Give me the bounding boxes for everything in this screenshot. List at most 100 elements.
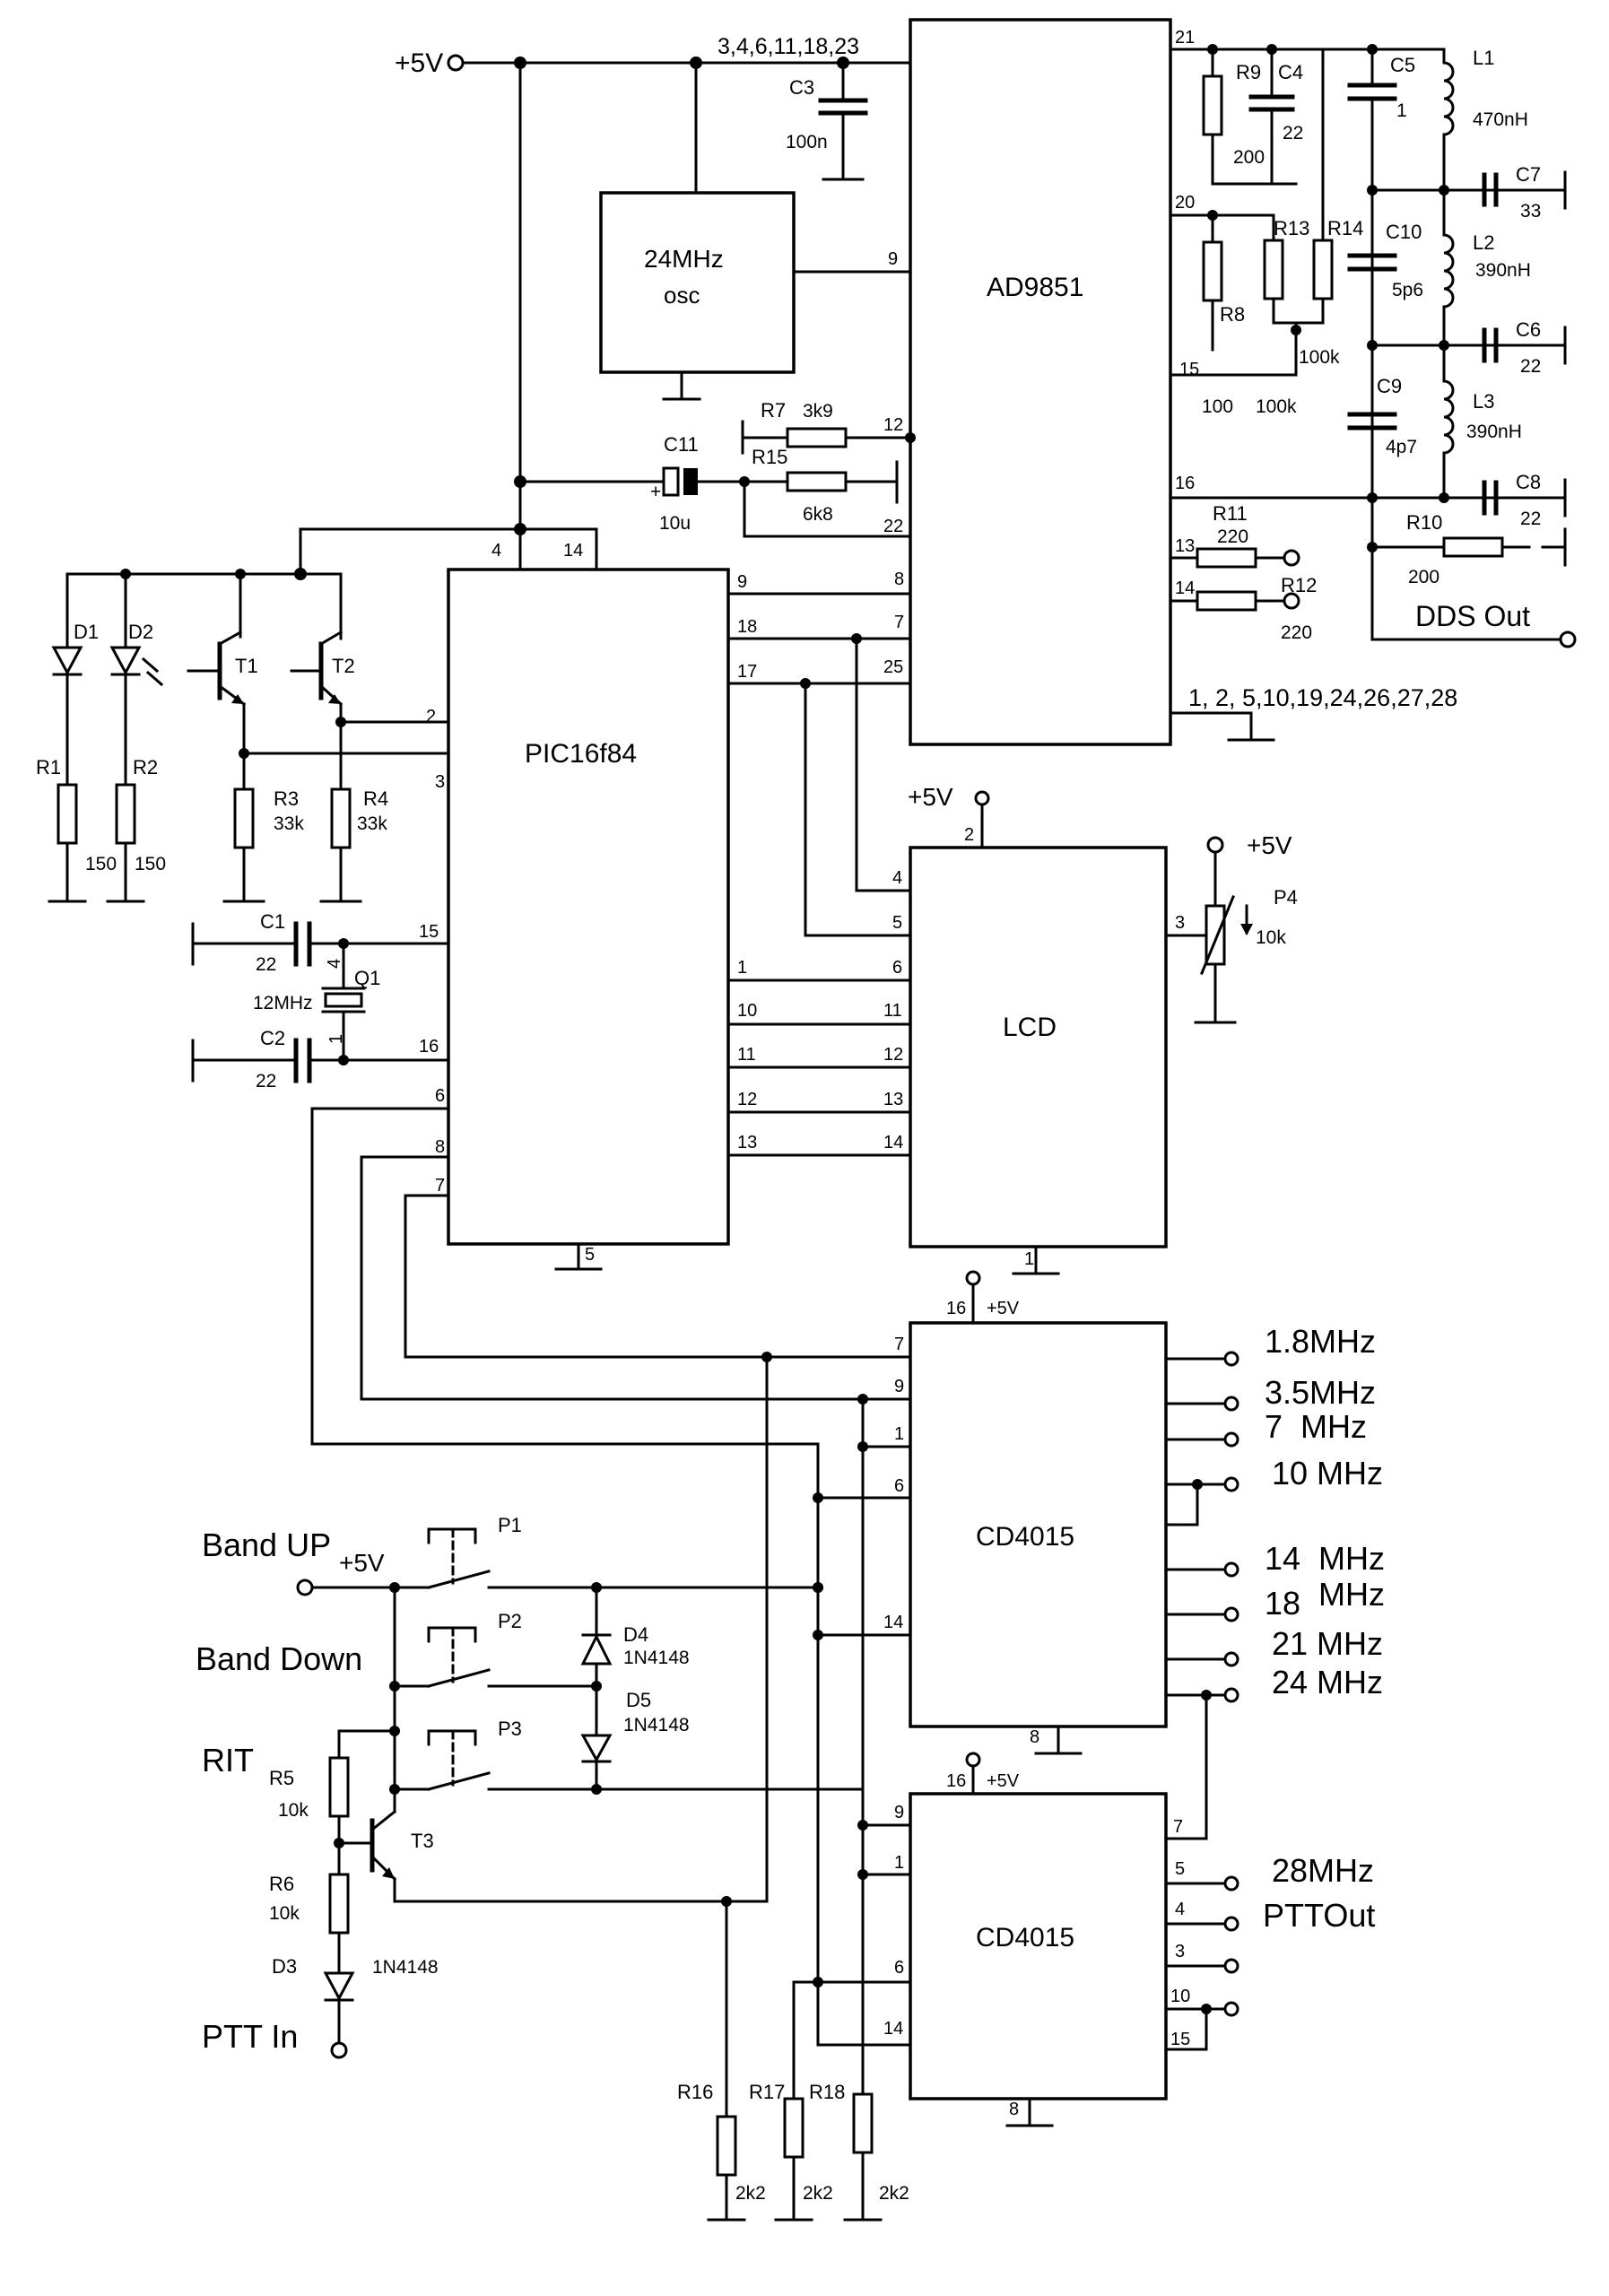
R2-value: 150 [135,854,166,874]
L3-ref: L3 [1473,390,1494,413]
R3-value: 33k [274,813,304,834]
div2-pin-4: 4 [1175,1900,1185,1919]
C11-value: 10u [659,513,691,534]
cd4015-upper-box [909,1321,1168,1728]
C5-value: 1 [1396,100,1407,121]
band-18-unit: MHz [1318,1576,1385,1613]
div2-pin-1: 1 [894,1853,904,1873]
ptt-out-label: PTTOut [1263,1897,1375,1934]
R14-ref: R14 [1327,217,1363,239]
lcd-pin-2: 2 [964,825,974,845]
vcc-switch-label: +5V [339,1549,385,1577]
cd4015-upper: CD4015 16 +5V 7 9 1 6 14 8 1.8MHz 3.5MHz… [883,1270,1385,1755]
P3-ref: P3 [498,1718,522,1740]
band-10-label: 10 MHz [1272,1455,1383,1492]
C11-polarity: + [650,482,661,502]
cd4015-lower: CD4015 16 +5V 9 1 6 14 8 7 5 28MHz 4 PTT… [883,1693,1375,2127]
dds-pin-20: 20 [1175,193,1195,213]
L2-ref: L2 [1473,231,1494,254]
C11-ref: C11 [664,433,699,456]
band-28-label: 28MHz [1272,1852,1374,1889]
lcd-pin-5: 5 [892,913,902,933]
lcd-pin-4: 4 [892,868,902,888]
D5-ref: D5 [626,1689,651,1711]
div1-pin-6: 6 [894,1476,904,1496]
band-7-label: 7 MHz [1265,1408,1367,1445]
lcd-pin-3: 3 [1175,913,1185,933]
R6-ref: R6 [269,1873,294,1895]
C4-value: 22 [1283,123,1303,144]
P1-ref: P1 [498,1514,522,1536]
cd4015-lower-box [909,1792,1168,2100]
div2-pin-16: 16 [946,1771,966,1791]
crystal-block: C1 22 C2 22 Q1 12MHz 4 1 [191,910,450,1091]
R17-value: 2k2 [803,2183,833,2204]
div2-pin-9: 9 [894,1803,904,1822]
div1-pin-14: 14 [883,1613,903,1632]
R12-ref: R12 [1281,574,1317,596]
vcc-u2-label: +5V [987,1771,1020,1791]
T2-ref: T2 [332,655,355,677]
pic16f84-chip: PIC16f84 4 14 2 3 15 16 6 8 7 5 9 18 17 … [419,527,912,1271]
ad9851-box [909,18,1172,746]
shift-register-wiring [310,1107,912,2181]
Q1-pin-4: 4 [325,959,344,969]
L1-value: 470nH [1473,109,1528,130]
lcd-module: LCD +5V 2 4 5 6 11 12 13 14 1 3 +5V P4 1… [804,637,1298,1275]
T3-ref: T3 [411,1830,434,1852]
div2-pin-10: 10 [1170,1987,1190,2006]
C7-value: 33 [1520,201,1541,222]
dds-pin-7: 7 [894,613,904,632]
D4-ref: D4 [623,1623,648,1646]
oscillator-box [599,191,796,374]
lcd-pin-1: 1 [1024,1249,1034,1269]
C9-value: 4p7 [1386,437,1417,457]
dds-pin-13: 13 [1175,536,1195,556]
R1-ref: R1 [36,756,61,778]
R1-value: 150 [85,854,117,874]
R11-ref: R11 [1213,502,1248,525]
D5-value: 1N4148 [623,1715,690,1735]
mcu-pin-14: 14 [563,541,583,561]
dds-bias-network: R7 3k9 R15 6k8 C11 + 10u [518,399,916,538]
div2-pin-5: 5 [1175,1859,1185,1879]
D1-ref: D1 [74,621,99,643]
mcu-pin-15: 15 [419,922,439,942]
R8-ref: R8 [1220,303,1245,326]
C3-capacitor: C3 100n [786,61,868,181]
C8-value: 22 [1520,509,1541,529]
R18-ref: R18 [809,2081,845,2103]
C3-ref: C3 [789,76,814,99]
dds-pin-9: 9 [888,249,898,269]
R16-value: 2k2 [735,2183,766,2204]
C10-ref: C10 [1386,221,1422,243]
R15-ref: R15 [752,446,787,468]
mcu-pin-5: 5 [585,1245,595,1265]
D2-ref: D2 [128,621,153,643]
mcu-pin-16: 16 [419,1037,439,1057]
div2-pin-3: 3 [1175,1942,1185,1961]
dds-pin-25: 25 [883,657,903,677]
div2-pin-14: 14 [883,2019,903,2039]
band-21-label: 21 MHz [1272,1625,1383,1662]
band-14-label: 14 MHz [1265,1540,1385,1577]
div2-pin-8: 8 [1009,2100,1019,2119]
D4-value: 1N4148 [623,1648,690,1668]
lcd-label: LCD [1003,1013,1057,1042]
R10-ref: R10 [1406,511,1442,534]
mcu-pin-17: 17 [737,662,757,682]
L1-ref: L1 [1473,47,1494,69]
top-supply-rail: +5V 3,4,6,11,18,23 [395,34,912,535]
cd4015-lower-label: CD4015 [976,1923,1074,1952]
mcu-pin-1: 1 [737,958,747,978]
T1-ref: T1 [235,655,258,677]
C2-ref: C2 [260,1027,285,1049]
R10-value: 200 [1408,567,1439,587]
C7-ref: C7 [1516,163,1541,186]
R8-value: 100 [1202,396,1233,417]
div2-pin-15: 15 [1170,2030,1190,2049]
D3-value: 1N4148 [372,1957,439,1978]
R15-value: 6k8 [803,504,833,525]
dds-pin-12: 12 [883,415,903,435]
Q1-pin-1: 1 [326,1034,346,1044]
